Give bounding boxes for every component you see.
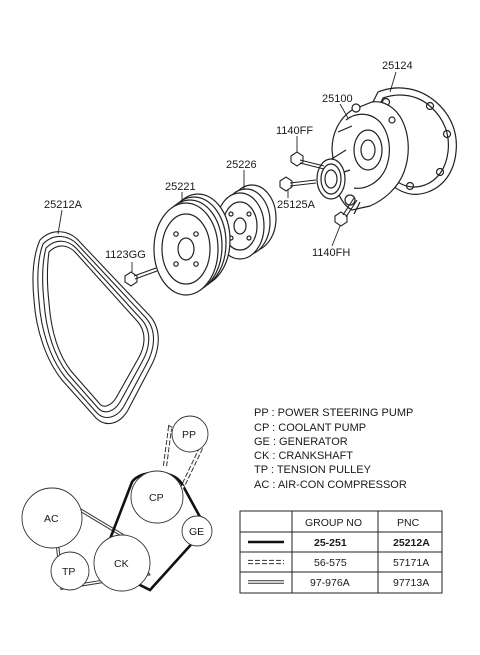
part-25124: 25124 — [382, 60, 413, 72]
leader-lines — [57, 71, 397, 272]
part-25226: 25226 — [226, 159, 257, 171]
legend-ge: GE : GENERATOR — [254, 436, 348, 448]
part-1140fh: 1140FH — [312, 247, 350, 259]
label-cp: CP — [149, 492, 164, 504]
legend-ck: CK : CRANKSHAFT — [254, 450, 353, 462]
label-ck: CK — [114, 558, 129, 570]
label-pp: PP — [182, 429, 196, 441]
label-ac: AC — [44, 513, 59, 525]
legend-ac: AC : AIR-CON COMPRESSOR — [254, 479, 407, 491]
pump-flange — [316, 158, 346, 200]
parts-table: GROUP NO PNC 25-251 25212A 56-575 57171A… — [239, 510, 443, 594]
pulley-tp — [50, 551, 90, 591]
pulley-pp — [171, 415, 209, 453]
part-25221: 25221 — [165, 181, 196, 193]
pulley-ac — [21, 487, 83, 549]
part-25125a: 25125A — [277, 199, 316, 211]
belt-25212a — [32, 231, 159, 425]
pulley-25221 — [153, 193, 231, 296]
table-row-group: 25-251 — [314, 537, 347, 549]
water-pump-body — [329, 101, 409, 215]
bolt-1123gg — [124, 267, 158, 287]
legend: PP : POWER STEERING PUMP CP : COOLANT PU… — [254, 407, 413, 491]
routing-pulleys — [21, 415, 213, 592]
table-row-pnc: 57171A — [393, 557, 429, 569]
table-row-group: 56-575 — [314, 557, 347, 569]
pulley-cp — [130, 470, 184, 524]
routing-labels: PP CP GE CK TP AC — [44, 429, 204, 578]
part-1123gg: 1123GG — [105, 249, 146, 261]
part-25100: 25100 — [322, 93, 353, 105]
bolt-25125a — [279, 176, 317, 192]
label-ge: GE — [189, 526, 204, 538]
table-header-pnc: PNC — [397, 517, 420, 529]
part-1140ff: 1140FF — [276, 125, 313, 137]
table-row-pnc: 97713A — [393, 577, 429, 589]
pulley-ck — [93, 534, 151, 592]
legend-pp: PP : POWER STEERING PUMP — [254, 407, 413, 419]
bolt-1140fh — [334, 197, 358, 227]
table-row-pnc: 25212A — [393, 537, 430, 549]
table-row-group: 97-976A — [310, 577, 350, 589]
legend-cp: CP : COOLANT PUMP — [254, 422, 366, 434]
legend-tp: TP : TENSION PULLEY — [254, 464, 372, 476]
label-tp: TP — [62, 566, 75, 578]
bolt-1140ff — [290, 151, 325, 170]
pulley-ge — [181, 515, 213, 547]
part-25212a: 25212A — [44, 199, 83, 211]
table-header-group: GROUP NO — [305, 517, 362, 529]
